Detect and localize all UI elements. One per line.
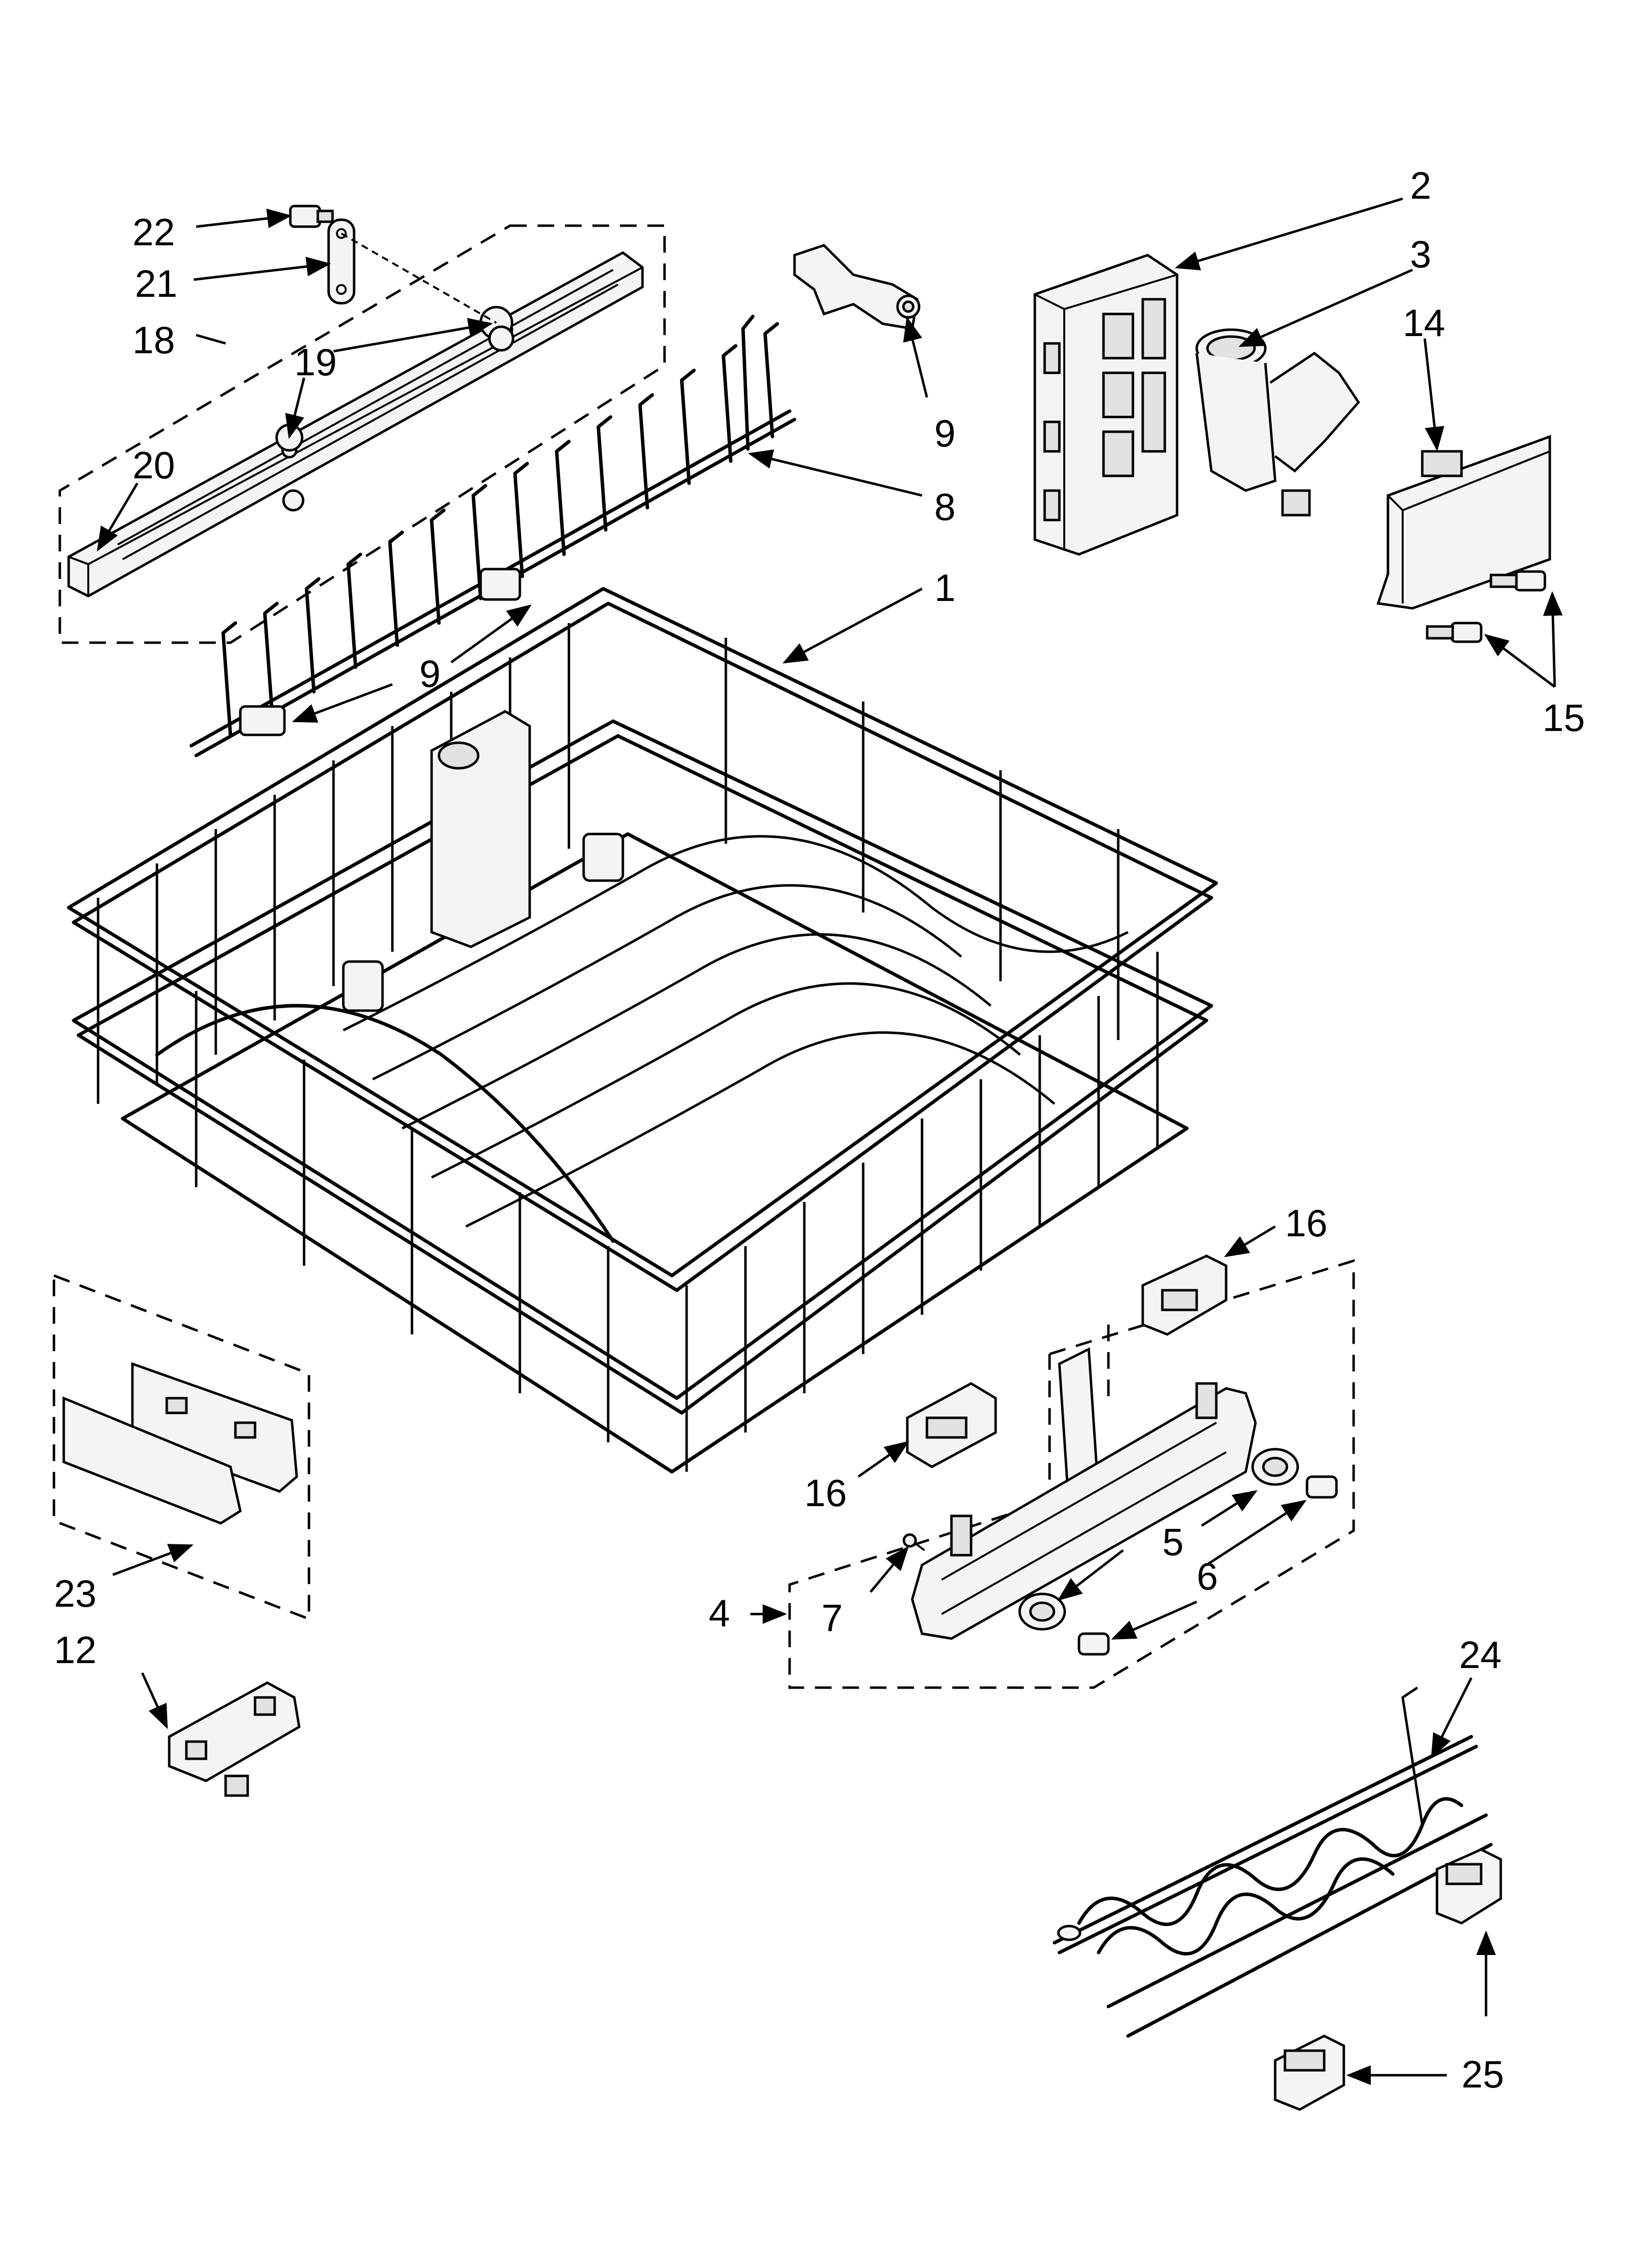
dish-rack-part	[67, 587, 1218, 1474]
callout-1: 1	[934, 566, 955, 609]
leader-2	[1175, 197, 1403, 271]
callout-9-top: 9	[934, 412, 955, 455]
spray-nozzle-part	[1195, 328, 1360, 517]
callout-7: 7	[821, 1596, 843, 1640]
callout-21: 21	[135, 262, 178, 305]
rail-group-outline	[58, 224, 666, 644]
rail-cap-part	[327, 218, 356, 305]
callout-6: 6	[1197, 1555, 1218, 1598]
callout-24: 24	[1459, 1633, 1502, 1676]
leader-21	[193, 257, 331, 281]
callout-16-top: 16	[1285, 1201, 1328, 1245]
leader-6b	[1111, 1600, 1198, 1640]
callout-19: 19	[294, 340, 337, 384]
adjuster-group	[788, 1254, 1355, 1689]
rack-adjuster-part	[911, 1347, 1257, 1640]
callout-20: 20	[132, 443, 175, 487]
leader-15b	[1484, 634, 1556, 688]
leader-5b	[1057, 1549, 1124, 1601]
adjuster-screw-part	[902, 1533, 925, 1551]
leader-5a	[1201, 1490, 1258, 1527]
callout-labels: 22 21 18 19 20 9 8 1 9 2 3 14 15 16 16 5…	[54, 164, 1585, 2096]
callout-22: 22	[132, 210, 175, 254]
tine-row-part	[189, 314, 796, 757]
leader-24	[1431, 1677, 1473, 1759]
leader-9-left	[292, 683, 393, 723]
leader-8	[748, 449, 923, 497]
adjuster-clip-part-top	[1141, 1254, 1228, 1336]
handle-group	[52, 1274, 310, 1621]
callout-3: 3	[1410, 233, 1431, 276]
rail-screw-part	[289, 205, 334, 228]
leader-7	[870, 1546, 909, 1593]
housing-cover-part	[1376, 435, 1551, 610]
spray-housing-part	[1033, 254, 1179, 556]
leader-16-top	[1224, 1225, 1276, 1257]
leader-9-top	[903, 316, 928, 398]
leader-12	[141, 1672, 168, 1729]
leader-9-mid	[450, 604, 532, 664]
callout-23: 23	[54, 1572, 97, 1615]
leader-lines	[97, 197, 1563, 2085]
leader-22	[196, 209, 292, 229]
tine-clip-part-top	[793, 244, 921, 330]
rail-cap-hole	[336, 228, 347, 239]
callout-9-left: 9	[419, 652, 440, 695]
callout-12: 12	[54, 1628, 97, 1671]
callout-8: 8	[934, 485, 955, 528]
leader-19a	[333, 318, 493, 353]
cover-screw-part	[1426, 570, 1546, 643]
leader-15a	[1543, 591, 1563, 687]
leader-6a	[1206, 1500, 1307, 1566]
fold-down-tines-part	[1052, 1686, 1493, 2038]
adjuster-axle-part	[1078, 1475, 1338, 1656]
callout-16-left: 16	[804, 1471, 847, 1514]
leader-3	[1238, 268, 1413, 347]
callout-18: 18	[132, 318, 175, 362]
leader-1	[782, 587, 923, 664]
leader-14	[1423, 338, 1444, 451]
adjuster-clip-part-left	[906, 1382, 997, 1468]
rail-cap-hole	[336, 284, 347, 295]
callout-4: 4	[709, 1591, 730, 1635]
leader-19b	[285, 377, 306, 439]
callout-25: 25	[1462, 2053, 1504, 2096]
leader-18	[196, 334, 226, 345]
rack-stop-part	[168, 1681, 301, 1797]
leader-23	[112, 1544, 194, 1576]
callout-14: 14	[1403, 301, 1445, 344]
tine-clip-part-25	[1274, 1848, 1502, 2111]
adjuster-wheel-part	[1018, 1448, 1299, 1631]
callout-2: 2	[1410, 164, 1431, 207]
callout-5: 5	[1162, 1520, 1183, 1564]
callout-15: 15	[1542, 696, 1585, 739]
leader-16-left	[857, 1441, 910, 1478]
leader-20	[97, 482, 139, 552]
